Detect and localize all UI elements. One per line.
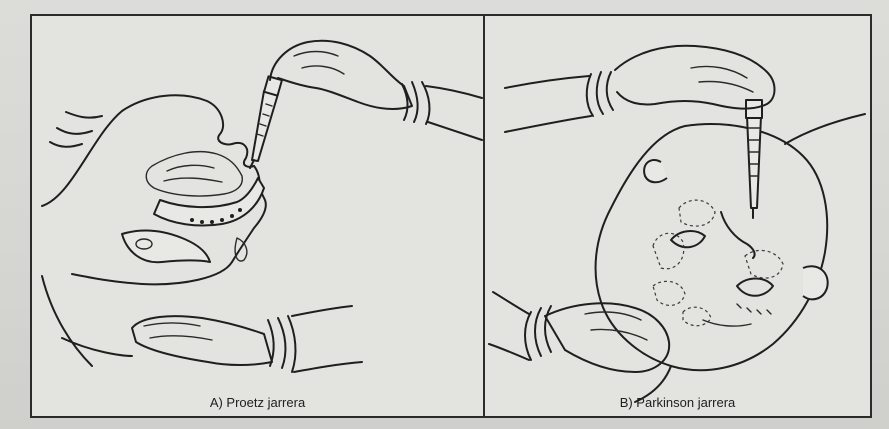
upper-glove-cuff-b xyxy=(587,72,613,116)
cheek-stipple xyxy=(737,304,771,314)
upper-sleeve-b xyxy=(505,76,591,132)
upper-hand xyxy=(270,41,412,109)
lower-hand xyxy=(132,316,272,365)
palate xyxy=(154,178,264,226)
mouth xyxy=(703,320,751,326)
panel-parkinson: B) Parkinson jarrera xyxy=(485,16,870,416)
shoulder-line xyxy=(785,114,865,144)
lower-hand-b-fingers xyxy=(585,312,647,340)
caption-proetz: A) Proetz jarrera xyxy=(32,395,483,410)
dropper-b xyxy=(746,100,762,218)
parkinson-illustration xyxy=(485,16,870,416)
caption-parkinson: B) Parkinson jarrera xyxy=(485,395,870,410)
lower-hand-b xyxy=(545,303,669,372)
left-ear xyxy=(644,160,667,182)
nose xyxy=(721,212,755,258)
eyes xyxy=(671,231,773,296)
right-ear xyxy=(803,266,828,299)
upper-hand-fingers xyxy=(294,52,344,75)
panel-proetz: A) Proetz jarrera xyxy=(32,16,483,416)
head-outline xyxy=(42,95,232,206)
upper-glove-cuff xyxy=(402,82,429,124)
lower-sleeve-b xyxy=(489,292,529,360)
lower-sleeve xyxy=(292,306,362,372)
nose-profile xyxy=(232,143,254,167)
lower-glove-cuff xyxy=(268,316,295,372)
turbinates xyxy=(164,165,222,182)
sinus-outlines xyxy=(653,200,783,326)
proetz-illustration xyxy=(32,16,483,416)
upper-sleeve xyxy=(426,86,482,140)
hair-strokes xyxy=(50,112,102,147)
lower-hand-fingers xyxy=(144,323,212,340)
body-contour xyxy=(42,276,132,366)
nasal-cavity xyxy=(146,152,242,196)
neck-line xyxy=(72,262,232,284)
jaw-bone xyxy=(122,231,210,263)
dropper-a xyxy=(250,76,282,168)
upper-hand-b-fingers xyxy=(691,66,753,92)
